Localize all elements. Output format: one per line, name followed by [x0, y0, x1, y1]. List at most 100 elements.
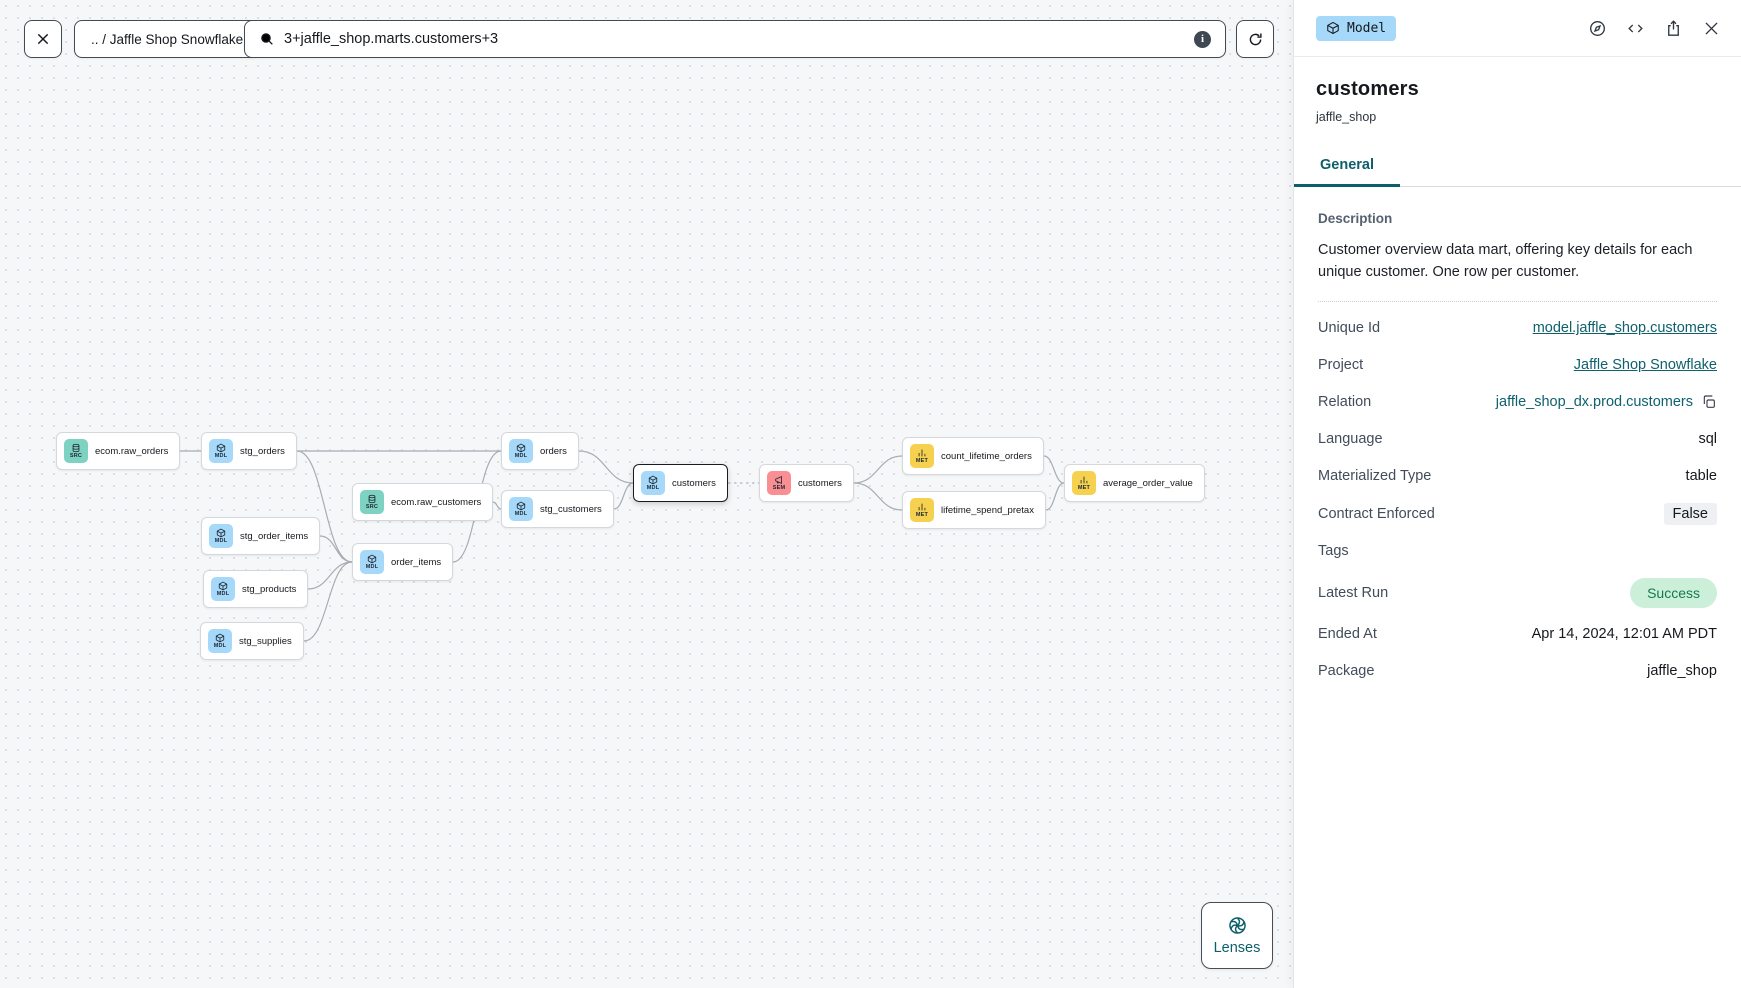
- edge-stg_products-to-order_items: [307, 561, 353, 590]
- field-row-unique-id: Unique Id model.jaffle_shop.customers: [1318, 318, 1717, 339]
- panel-title: customers: [1316, 78, 1419, 100]
- edge-stg_customers-to-customers_model: [613, 482, 634, 510]
- field-label: Contract Enforced: [1318, 505, 1435, 522]
- close-button[interactable]: [1702, 19, 1721, 38]
- close-icon: [37, 33, 49, 45]
- node-label: customers: [672, 477, 716, 489]
- node-label: ecom.raw_orders: [95, 445, 169, 457]
- edge-stg_supplies-to-order_items: [303, 561, 353, 642]
- field-value: sql: [1698, 431, 1717, 448]
- share-button[interactable]: [1664, 19, 1683, 38]
- node-label: lifetime_spend_pretax: [941, 504, 1034, 516]
- model-icon: MDL: [211, 577, 235, 601]
- model-cube-icon: [1327, 21, 1339, 35]
- field-row-tags: Tags: [1318, 541, 1717, 562]
- field-value-link[interactable]: model.jaffle_shop.customers: [1532, 320, 1717, 337]
- field-row-latest-run: Latest Run Success: [1318, 577, 1717, 608]
- close-lineage-button[interactable]: [24, 20, 62, 58]
- description-label: Description: [1318, 211, 1393, 226]
- model-icon: MDL: [641, 471, 665, 495]
- lenses-button[interactable]: Lenses: [1201, 902, 1273, 969]
- breadcrumb[interactable]: .. / Jaffle Shop Snowflake: [74, 20, 261, 58]
- field-value-chip: False: [1663, 502, 1717, 525]
- field-label: Ended At: [1318, 626, 1377, 643]
- field-label: Latest Run: [1318, 584, 1389, 601]
- search-icon: [261, 33, 273, 45]
- field-value: jaffle_shop_dx.prod.customers: [1496, 394, 1717, 410]
- source-icon: SRC: [64, 439, 88, 463]
- source-icon: SRC: [360, 490, 384, 514]
- field-value: jaffle_shop: [1647, 663, 1717, 680]
- field-label: Project: [1318, 357, 1364, 374]
- resource-type-label: Model: [1347, 20, 1387, 36]
- field-row-relation: Relation jaffle_shop_dx.prod.customers: [1318, 392, 1717, 413]
- panel-subtitle: jaffle_shop: [1316, 110, 1377, 124]
- explore-icon: [1590, 20, 1605, 36]
- field-value: table: [1685, 468, 1717, 485]
- node-label: stg_products: [242, 583, 297, 595]
- node-label: stg_supplies: [239, 635, 292, 647]
- relation-value: jaffle_shop_dx.prod.customers: [1495, 394, 1693, 411]
- field-value: Apr 14, 2024, 12:01 AM PDT: [1531, 626, 1717, 643]
- graph-node-stg_order_items[interactable]: MDL stg_order_items: [201, 517, 321, 555]
- graph-node-raw_customers[interactable]: SRC ecom.raw_customers: [352, 483, 494, 521]
- model-icon: MDL: [509, 439, 533, 463]
- graph-node-raw_orders[interactable]: SRC ecom.raw_orders: [56, 432, 181, 470]
- node-label: stg_order_items: [240, 530, 309, 542]
- semantic-model-icon: SEM: [767, 471, 791, 495]
- resource-type-badge: Model: [1316, 15, 1397, 41]
- lenses-aperture-icon: [1228, 917, 1246, 934]
- field-label: Unique Id: [1318, 320, 1381, 337]
- field-value-link[interactable]: Jaffle Shop Snowflake: [1573, 357, 1717, 374]
- info-icon[interactable]: i: [1194, 30, 1211, 48]
- details-panel: Model customers jaffle_shop General Desc…: [1293, 0, 1741, 988]
- close-icon: [1705, 21, 1718, 35]
- copy-button[interactable]: [1701, 394, 1717, 410]
- description-text: Customer overview data mart, offering ke…: [1318, 242, 1693, 281]
- model-icon: MDL: [209, 524, 233, 548]
- graph-node-lifetime_spend_pretax[interactable]: MET lifetime_spend_pretax: [902, 491, 1046, 529]
- node-label: ecom.raw_customers: [391, 496, 482, 508]
- node-label: stg_customers: [540, 503, 602, 515]
- field-label: Materialized Type: [1318, 468, 1432, 485]
- panel-header: Model: [1294, 0, 1741, 57]
- breadcrumb-label: .. / Jaffle Shop Snowflake: [91, 31, 244, 47]
- lenses-label: Lenses: [1213, 940, 1261, 956]
- tab-general[interactable]: General: [1294, 147, 1400, 187]
- refresh-icon: [1249, 33, 1262, 45]
- node-label: order_items: [391, 556, 442, 568]
- edge-orders-to-customers_model: [578, 450, 634, 484]
- lineage-search: i: [244, 20, 1226, 58]
- graph-node-customers_model[interactable]: MDL customers: [633, 464, 728, 502]
- divider: [1318, 300, 1717, 302]
- field-label: Relation: [1318, 394, 1372, 411]
- code-button[interactable]: [1626, 19, 1645, 38]
- field-row-project: Project Jaffle Shop Snowflake: [1318, 355, 1717, 376]
- metric-icon: MET: [910, 444, 934, 468]
- copy-icon: [1703, 395, 1715, 409]
- metric-icon: MET: [910, 498, 934, 522]
- explore-button[interactable]: [1588, 19, 1607, 38]
- status-badge: Success: [1630, 577, 1717, 608]
- graph-node-stg_products[interactable]: MDL stg_products: [203, 570, 309, 608]
- metric-icon: MET: [1072, 471, 1096, 495]
- panel-tabs: General: [1294, 147, 1741, 187]
- share-icon: [1668, 19, 1679, 36]
- code-icon: [1628, 23, 1643, 33]
- field-row-ended-at: Ended At Apr 14, 2024, 12:01 AM PDT: [1318, 624, 1717, 645]
- refresh-button[interactable]: [1236, 20, 1274, 58]
- search-input[interactable]: [284, 31, 1185, 47]
- edge-stg_order_items-to-order_items: [319, 535, 353, 563]
